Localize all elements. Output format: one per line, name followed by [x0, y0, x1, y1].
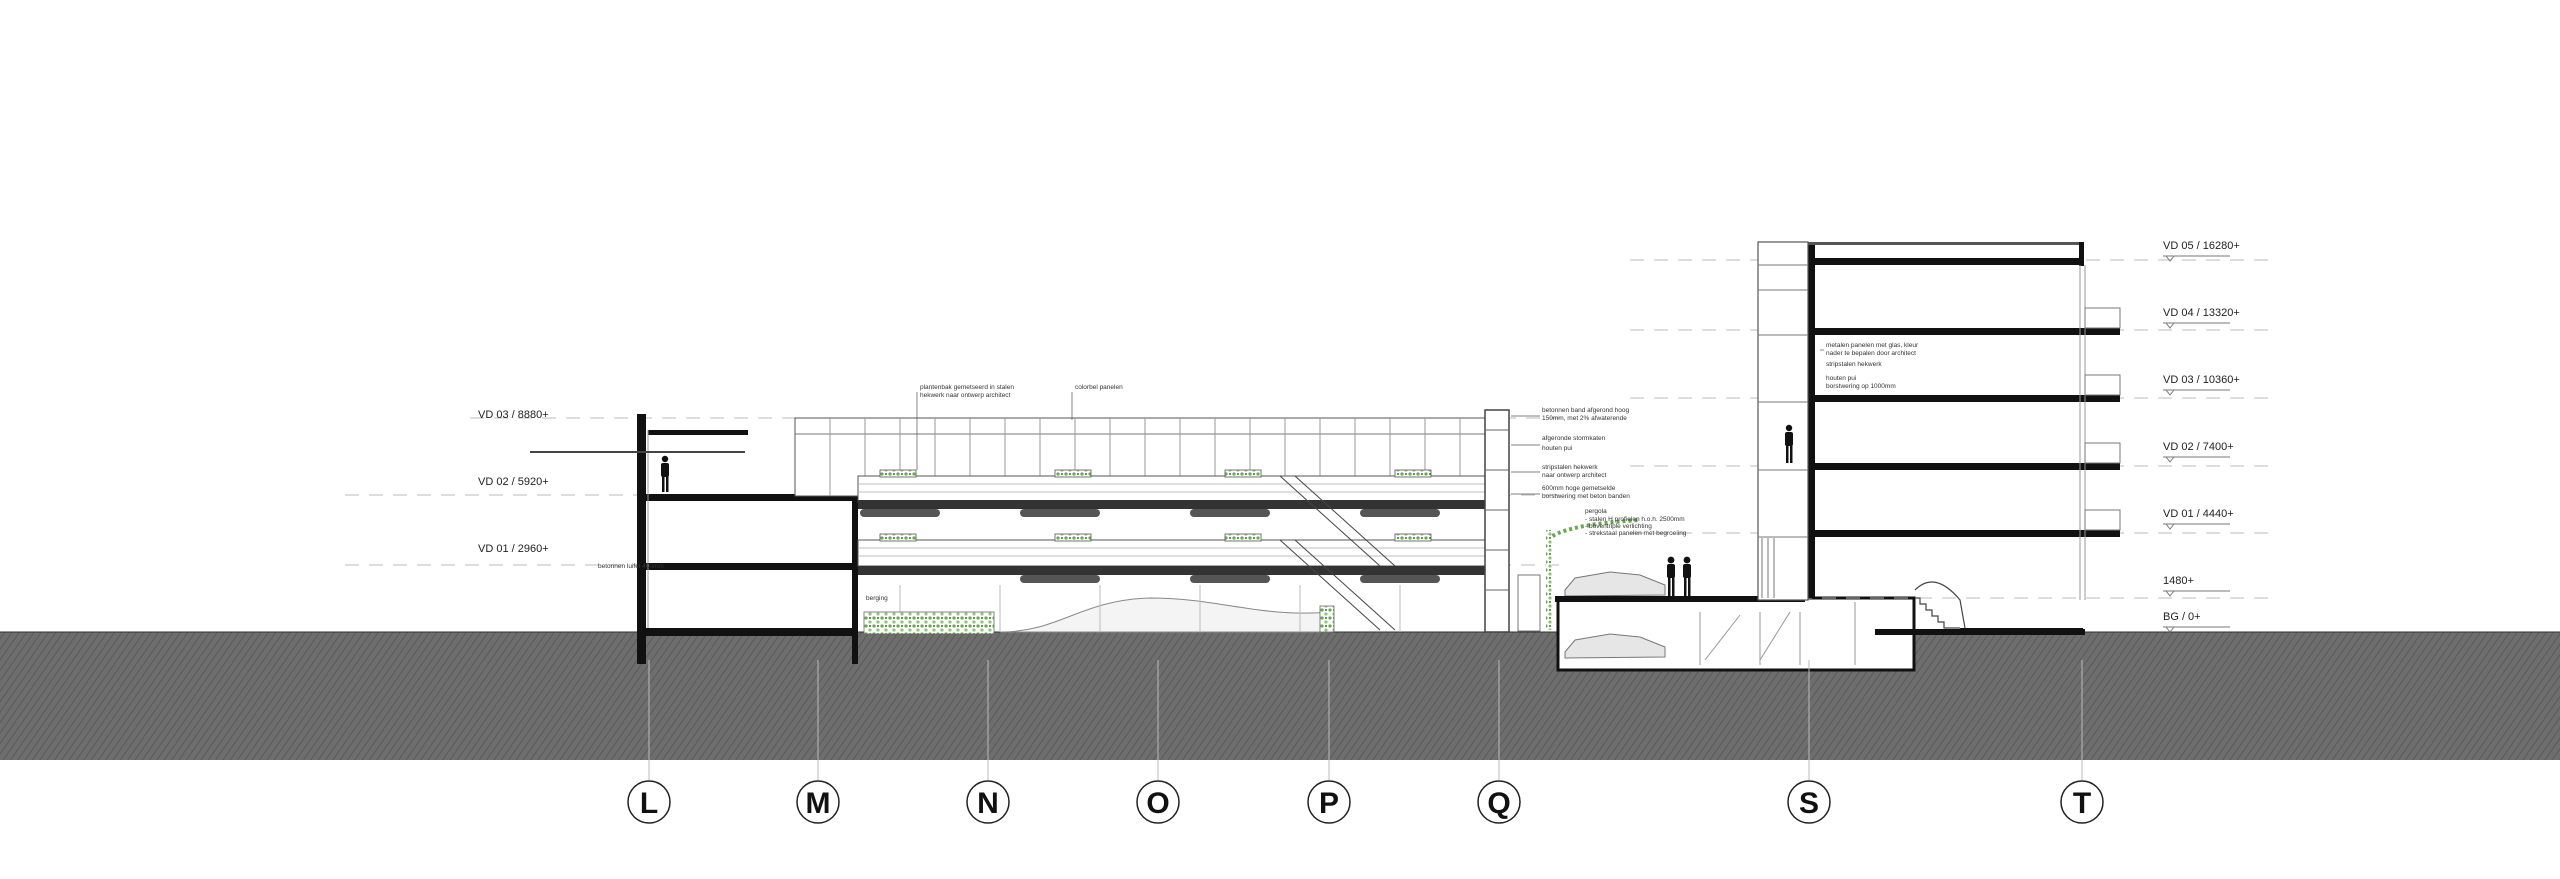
ground: [0, 596, 2560, 760]
note-pergola-title: pergola: [1585, 508, 1607, 515]
note-afgeronde: afgeronde stormkaten: [1542, 435, 1606, 442]
note-pergola-2: - boventriple verlichting: [1585, 523, 1652, 530]
note-houten-pui: houten pui: [1542, 445, 1572, 452]
note-colorbel: colorbel panelen: [1075, 384, 1123, 391]
grid-bubble-o: O: [1136, 780, 1180, 824]
grid-bubble-t: T: [2060, 780, 2104, 824]
note-plantenbak-1: plantenbak gemetseerd in stalen: [920, 384, 1014, 391]
grid-bubble-q: Q: [1477, 780, 1521, 824]
note-borst-1: 600mm hoge gemetselde: [1542, 485, 1616, 492]
note-betonnen-luifel: betonnen luifel 400mm: [598, 563, 664, 570]
grid-label-p: P: [1319, 787, 1339, 820]
level-labels-right: VD 05 / 16280+ VD 04 / 13320+ VD 03 / 10…: [2163, 240, 2240, 623]
note-betonnen-band-2: 150mm, met 2% afwaterende: [1542, 415, 1627, 422]
grid-bubble-p: P: [1307, 780, 1351, 824]
level-label-vd01-right: VD 01 / 4440+: [2163, 508, 2234, 520]
level-label-vd01-left: VD 01 / 2960+: [478, 543, 549, 555]
level-label-vd04-right: VD 04 / 13320+: [2163, 307, 2240, 319]
grid-bubble-l: L: [627, 780, 671, 824]
note-strip-s: stripstalen hekwerk: [1826, 361, 1882, 368]
car-silhouette: [1564, 571, 1666, 659]
person-silhouette-right: [1785, 424, 1793, 463]
annotations: betonnen luifel 400mm berging plantenbak…: [598, 342, 1919, 602]
note-berging: berging: [866, 595, 888, 602]
note-plantenbak-2: hekwerk naar ontwerp architect: [920, 392, 1011, 399]
grid-label-t: T: [2073, 787, 2091, 820]
building-left: [530, 414, 858, 664]
note-betonnen-band-1: betonnen band afgerond hoog: [1542, 407, 1629, 414]
note-pergola-1: - stalen H profielen h.o.h. 2500mm: [1585, 516, 1685, 523]
staircase-right: [1914, 581, 1966, 629]
grid-label-o: O: [1146, 787, 1169, 820]
level-markers-right: [2163, 255, 2230, 633]
note-metal-1: metalen panelen met glas, kleur: [1826, 342, 1919, 349]
grid-label-q: Q: [1487, 787, 1510, 820]
level-labels-left: VD 03 / 8880+ VD 02 / 5920+ VD 01 / 2960…: [478, 409, 549, 555]
note-metal-2: nader te bepalen door architect: [1826, 350, 1916, 357]
level-label-1480: 1480+: [2163, 575, 2194, 587]
grid-lines: [648, 660, 2083, 780]
grid-bubbles: L M N O P Q S T: [627, 780, 2104, 824]
level-label-bg0: BG / 0+: [2163, 611, 2201, 623]
level-label-vd02-left: VD 02 / 5920+: [478, 476, 549, 488]
grid-bubble-n: N: [966, 780, 1010, 824]
note-houten-s-2: borstwering op 1000mm: [1826, 383, 1896, 390]
level-label-vd03-left: VD 03 / 8880+: [478, 409, 549, 421]
grid-label-n: N: [977, 787, 999, 820]
grid-bubble-m: M: [796, 780, 840, 824]
level-label-vd03-right: VD 03 / 10360+: [2163, 374, 2240, 386]
note-strip-2: naar ontwerp architect: [1542, 472, 1607, 479]
level-label-vd05-right: VD 05 / 16280+: [2163, 240, 2240, 252]
building-middle: [794, 409, 1510, 635]
grid-label-m: M: [806, 787, 831, 820]
grid-bubble-s: S: [1787, 780, 1831, 824]
staircase-middle: [1279, 475, 1396, 631]
grid-label-s: S: [1799, 787, 1819, 820]
note-borst-2: borstwering met beton banden: [1542, 493, 1630, 500]
pergola-area: [1517, 518, 1856, 665]
person-silhouette: [661, 455, 669, 492]
leader-lines: [916, 349, 1824, 495]
note-houten-s-1: houten pui: [1826, 375, 1856, 382]
grid-label-l: L: [640, 787, 658, 820]
note-strip-1: stripstalen hekwerk: [1542, 464, 1598, 471]
building-right: [1757, 241, 2121, 635]
note-pergola-3: - strekstaal panelen met begroeiing: [1585, 530, 1687, 537]
level-label-vd02-right: VD 02 / 7400+: [2163, 441, 2234, 453]
people-silhouettes: [1667, 556, 1691, 596]
